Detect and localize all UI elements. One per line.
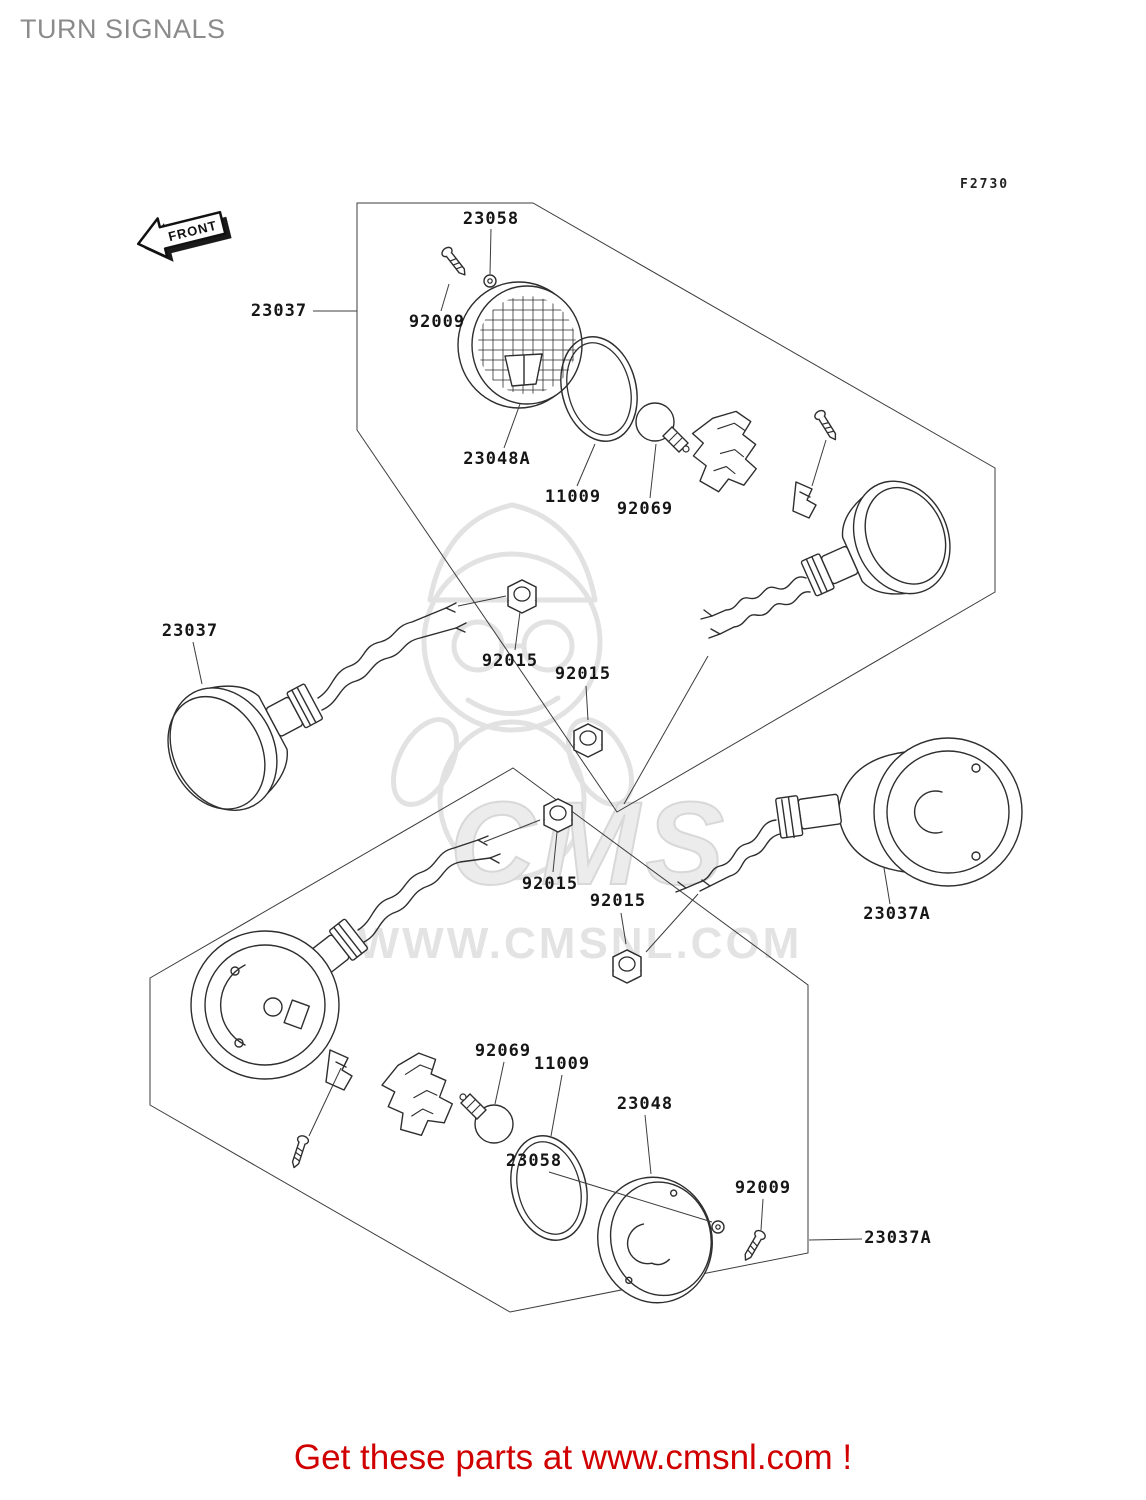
part-number-label[interactable]: 23037 (250, 301, 308, 321)
assembly-box-outline-bottom (149, 767, 809, 1313)
part-number-label[interactable]: 92015 (481, 651, 539, 671)
part-number-label[interactable]: 11009 (544, 487, 602, 507)
mascot-mouth (465, 695, 561, 716)
part-lamp-body-top-right (800, 480, 951, 597)
part-number-label[interactable]: 92015 (554, 664, 612, 684)
watermark-url: WWW.CMSNL.COM (358, 919, 803, 968)
cms-watermark: CMS WWW.CMSNL.COM (358, 502, 803, 968)
part-number-label[interactable]: 23048A (463, 449, 531, 469)
leader-lines (192, 228, 891, 1241)
watermark-brand: CMS (450, 778, 730, 910)
part-number-label[interactable]: 92069 (474, 1041, 532, 1061)
part-number-label[interactable]: 23037A (864, 1228, 932, 1248)
part-clip-bottom (325, 1049, 353, 1091)
part-number-label[interactable]: 23048 (616, 1094, 674, 1114)
part-number-label[interactable]: 23058 (462, 209, 520, 229)
part-clip-top (792, 481, 817, 519)
assembly-box-outline-top (356, 202, 996, 813)
mascot-head (421, 551, 603, 733)
mascot-body (437, 719, 587, 881)
wires-mid-left-lamp (317, 602, 467, 711)
part-number-label[interactable]: 23058 (505, 1151, 563, 1171)
part-lens-back (597, 1176, 713, 1304)
part-lamp-housing-open (190, 918, 368, 1080)
part-lamp-back-right (775, 737, 1023, 887)
part-number-label[interactable]: 23037A (863, 904, 931, 924)
wires-top-right-lamp (700, 576, 811, 639)
construction-lines (457, 595, 709, 953)
part-number-label[interactable]: 23037 (161, 621, 219, 641)
front-arrow-body (136, 210, 227, 259)
footer-text[interactable]: Get these parts at www.cmsnl.com ! (293, 1438, 853, 1477)
part-number-label[interactable]: 92009 (408, 312, 466, 332)
wires-row3-right-lamp (675, 819, 781, 893)
part-lamp-front-left (167, 683, 323, 811)
front-direction-arrow: FRONT (136, 210, 232, 262)
part-lens-front (457, 281, 583, 409)
part-number-label[interactable]: 11009 (533, 1054, 591, 1074)
part-number-label[interactable]: 92015 (589, 891, 647, 911)
part-number-label[interactable]: 92069 (616, 499, 674, 519)
wires-row3-left-lamp (357, 835, 501, 943)
figure-code: F2730 (960, 177, 1010, 192)
part-number-label[interactable]: 92015 (521, 874, 579, 894)
footer-banner[interactable]: Get these parts at www.cmsnl.com ! (0, 1438, 1146, 1478)
part-number-label[interactable]: 92009 (734, 1178, 792, 1198)
page-title: TURN SIGNALS (20, 14, 226, 44)
